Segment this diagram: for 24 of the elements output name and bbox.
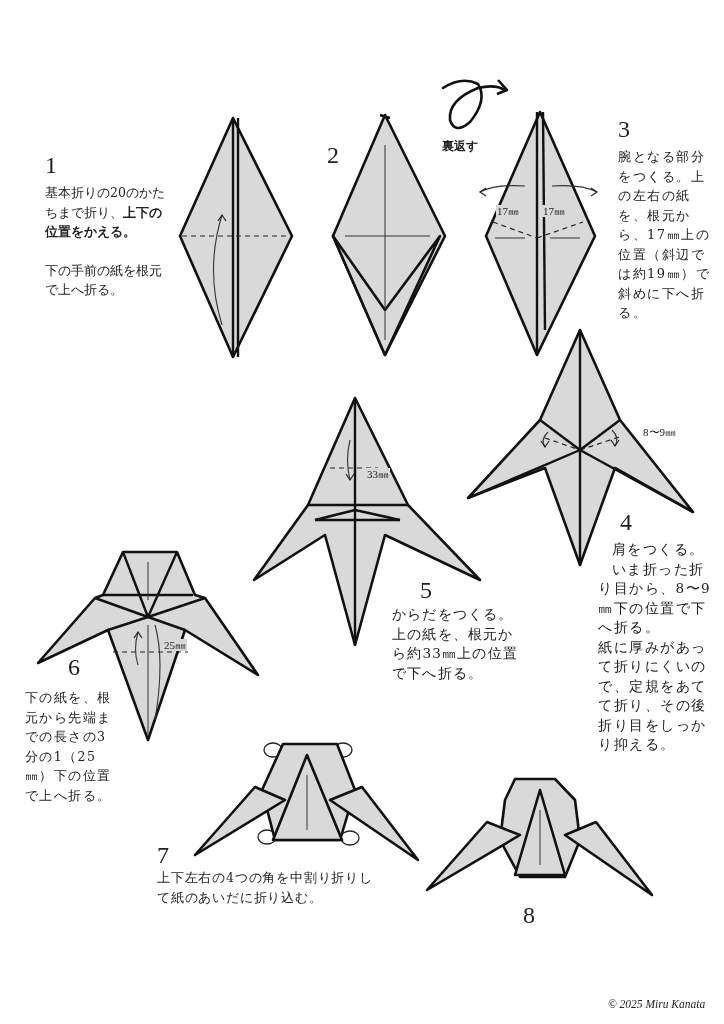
dimension-label: 17㎜ [496,205,520,217]
flip-instruction: 裏返す [442,138,478,155]
instruction-text: 下の手前の紙を根元で上へ折る。 [45,261,163,299]
dimension-label: 25㎜ [163,639,187,651]
instruction-text: からだをつくる。上の紙を、根元から約33㎜上の位置で下へ折る。 [392,605,519,683]
step-number: 1 [45,153,57,177]
instruction-text: 上下左右の4つの角を中割り折りして紙のあいだに折り込む。 [157,869,374,907]
dimension-label: 17㎜ [542,205,566,217]
step-number: 7 [157,843,169,867]
step-number: 3 [618,117,630,141]
instruction-text: いま折った折り目から、8〜9㎜下の位置で下へ折る。 [598,559,713,637]
step-number: 5 [420,578,432,602]
instruction-text: 基本折りの20のかたちまで折り、上下の位置をかえる。 [45,184,166,241]
step-number: 6 [68,655,80,679]
step-number: 2 [327,143,339,167]
step-number: 4 [620,510,632,534]
instruction-text: 腕となる部分をつくる。上の左右の紙を、根元から、17㎜上の位置（斜辺では約19㎜）で斜めに下へ折る。 [618,148,712,322]
instruction-text: 紙に厚みがあって折りにくいので、定規をあてて折り、その後折り目をしっかり抑える。 [598,637,708,754]
copyright-text: © 2025 Miru Kanata [608,998,706,1010]
step-number: 8 [523,903,535,927]
instruction-text: 下の紙を、根元から先端までの長さの3分の1（25㎜）下の位置で上へ折る。 [25,689,113,805]
dimension-label: 8〜9㎜ [642,426,677,438]
dimension-label: 33㎜ [366,468,390,480]
instruction-text: 肩をつくる。 [610,540,706,559]
